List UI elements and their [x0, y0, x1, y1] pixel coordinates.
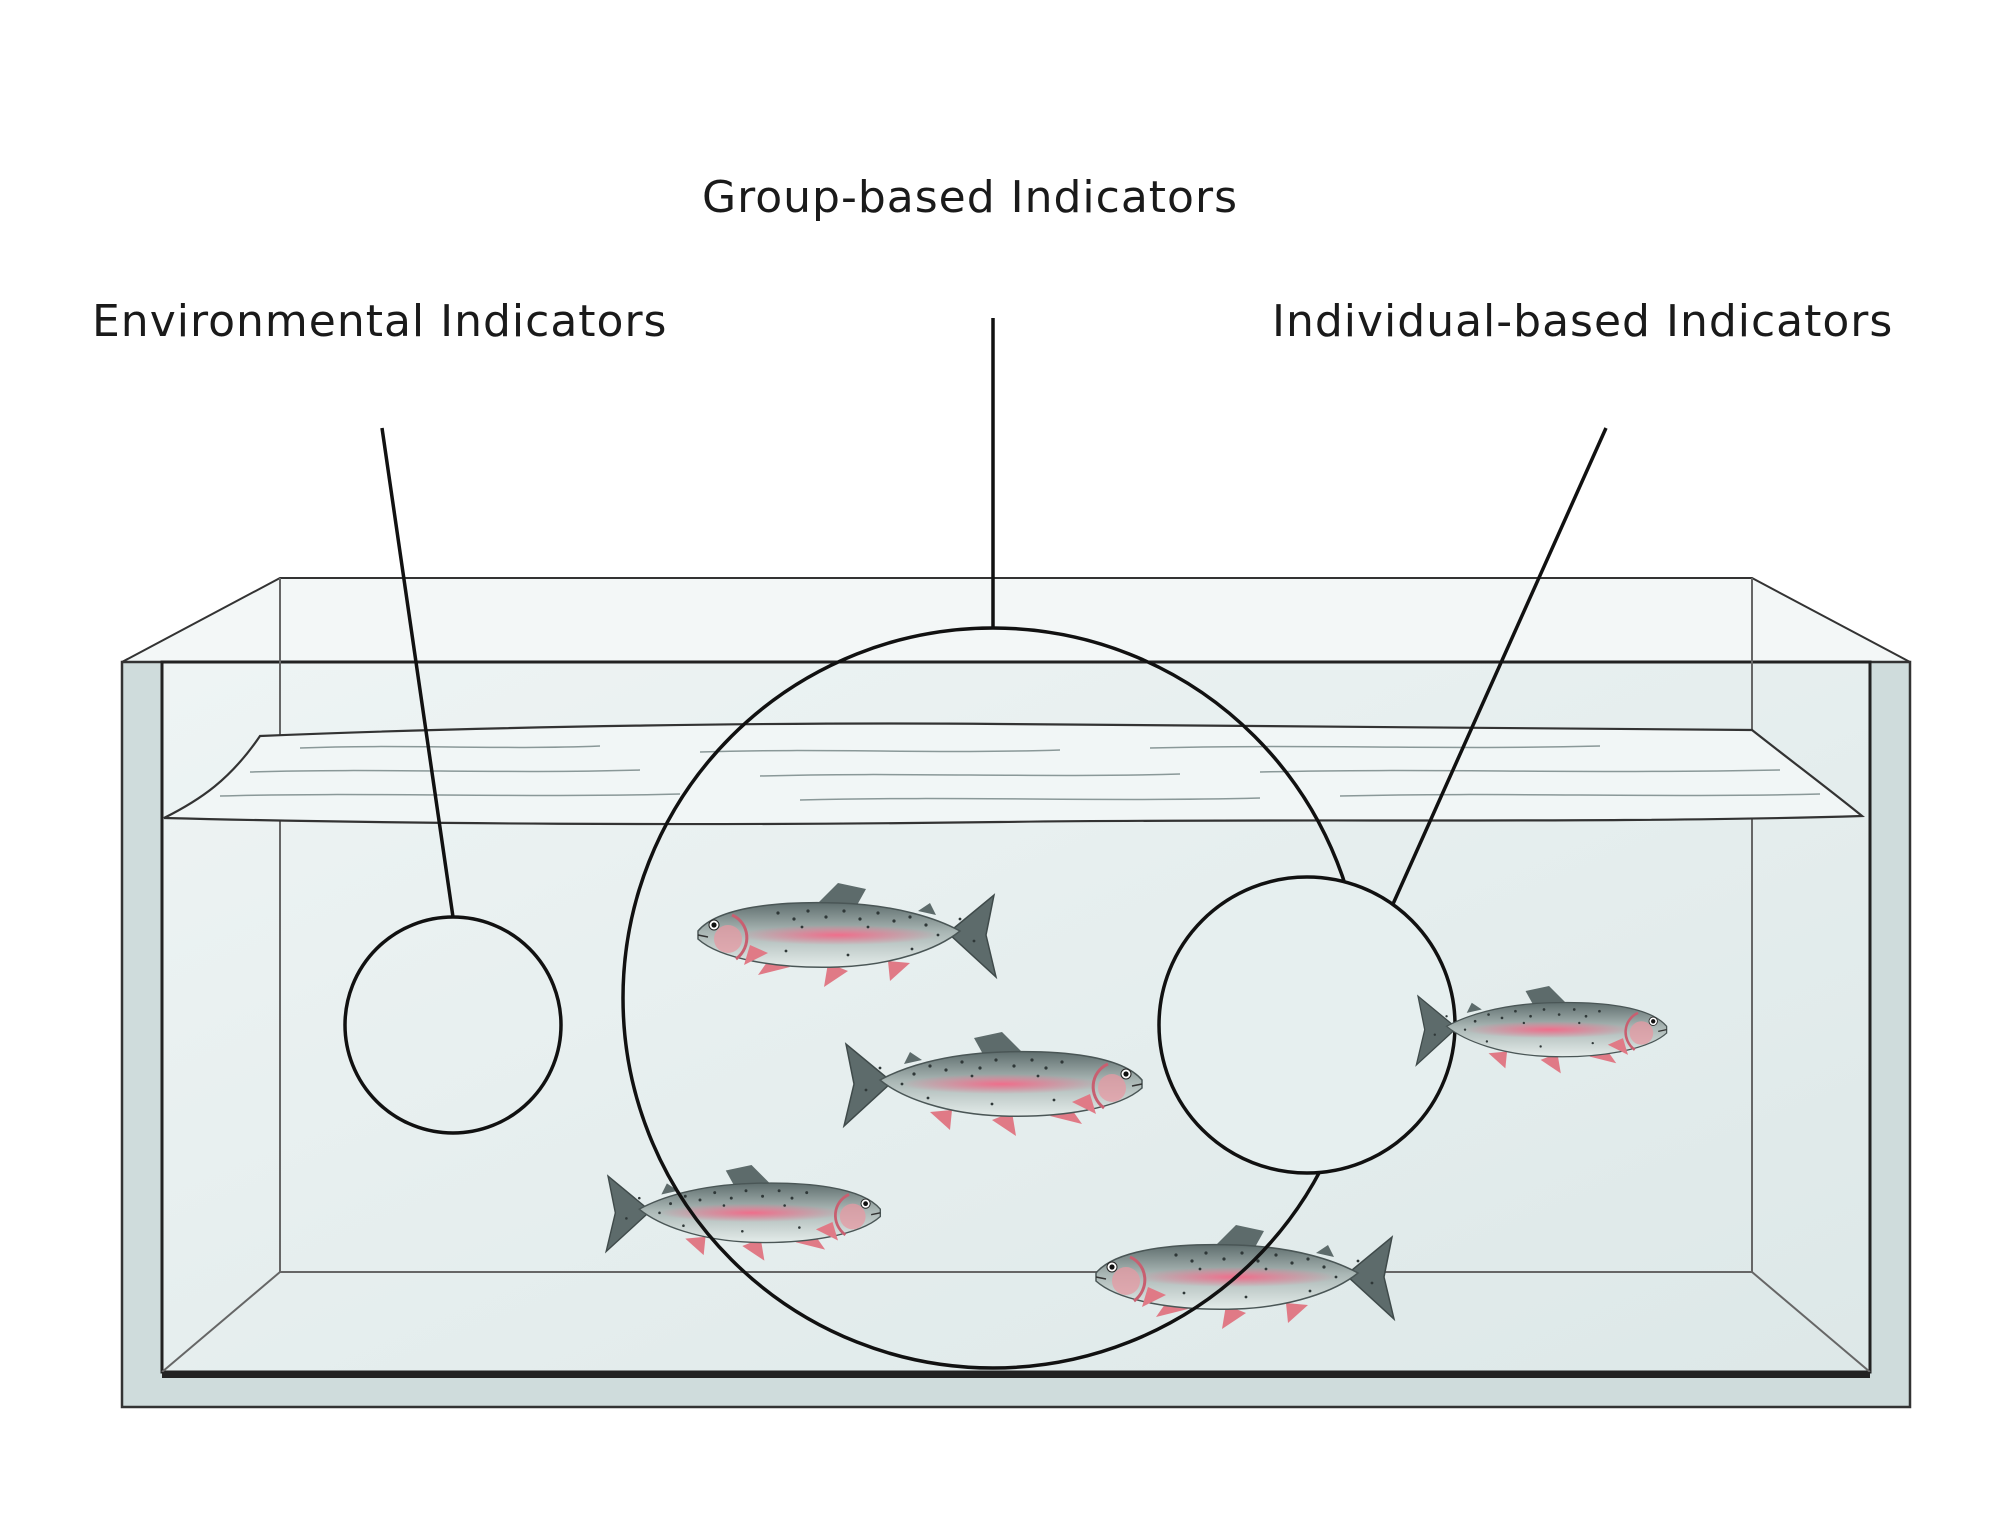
individual-indicator-circle	[1157, 875, 1457, 1175]
individual-based-indicators-label: Individual-based Indicators	[1272, 296, 1894, 347]
environmental-connector-line	[380, 427, 455, 918]
aquarium-tank	[120, 577, 1912, 1409]
group-based-indicators-label: Group-based Indicators	[702, 172, 1238, 223]
environmental-indicators-label: Environmental Indicators	[92, 296, 668, 347]
individual-connector-line	[1391, 427, 1608, 905]
